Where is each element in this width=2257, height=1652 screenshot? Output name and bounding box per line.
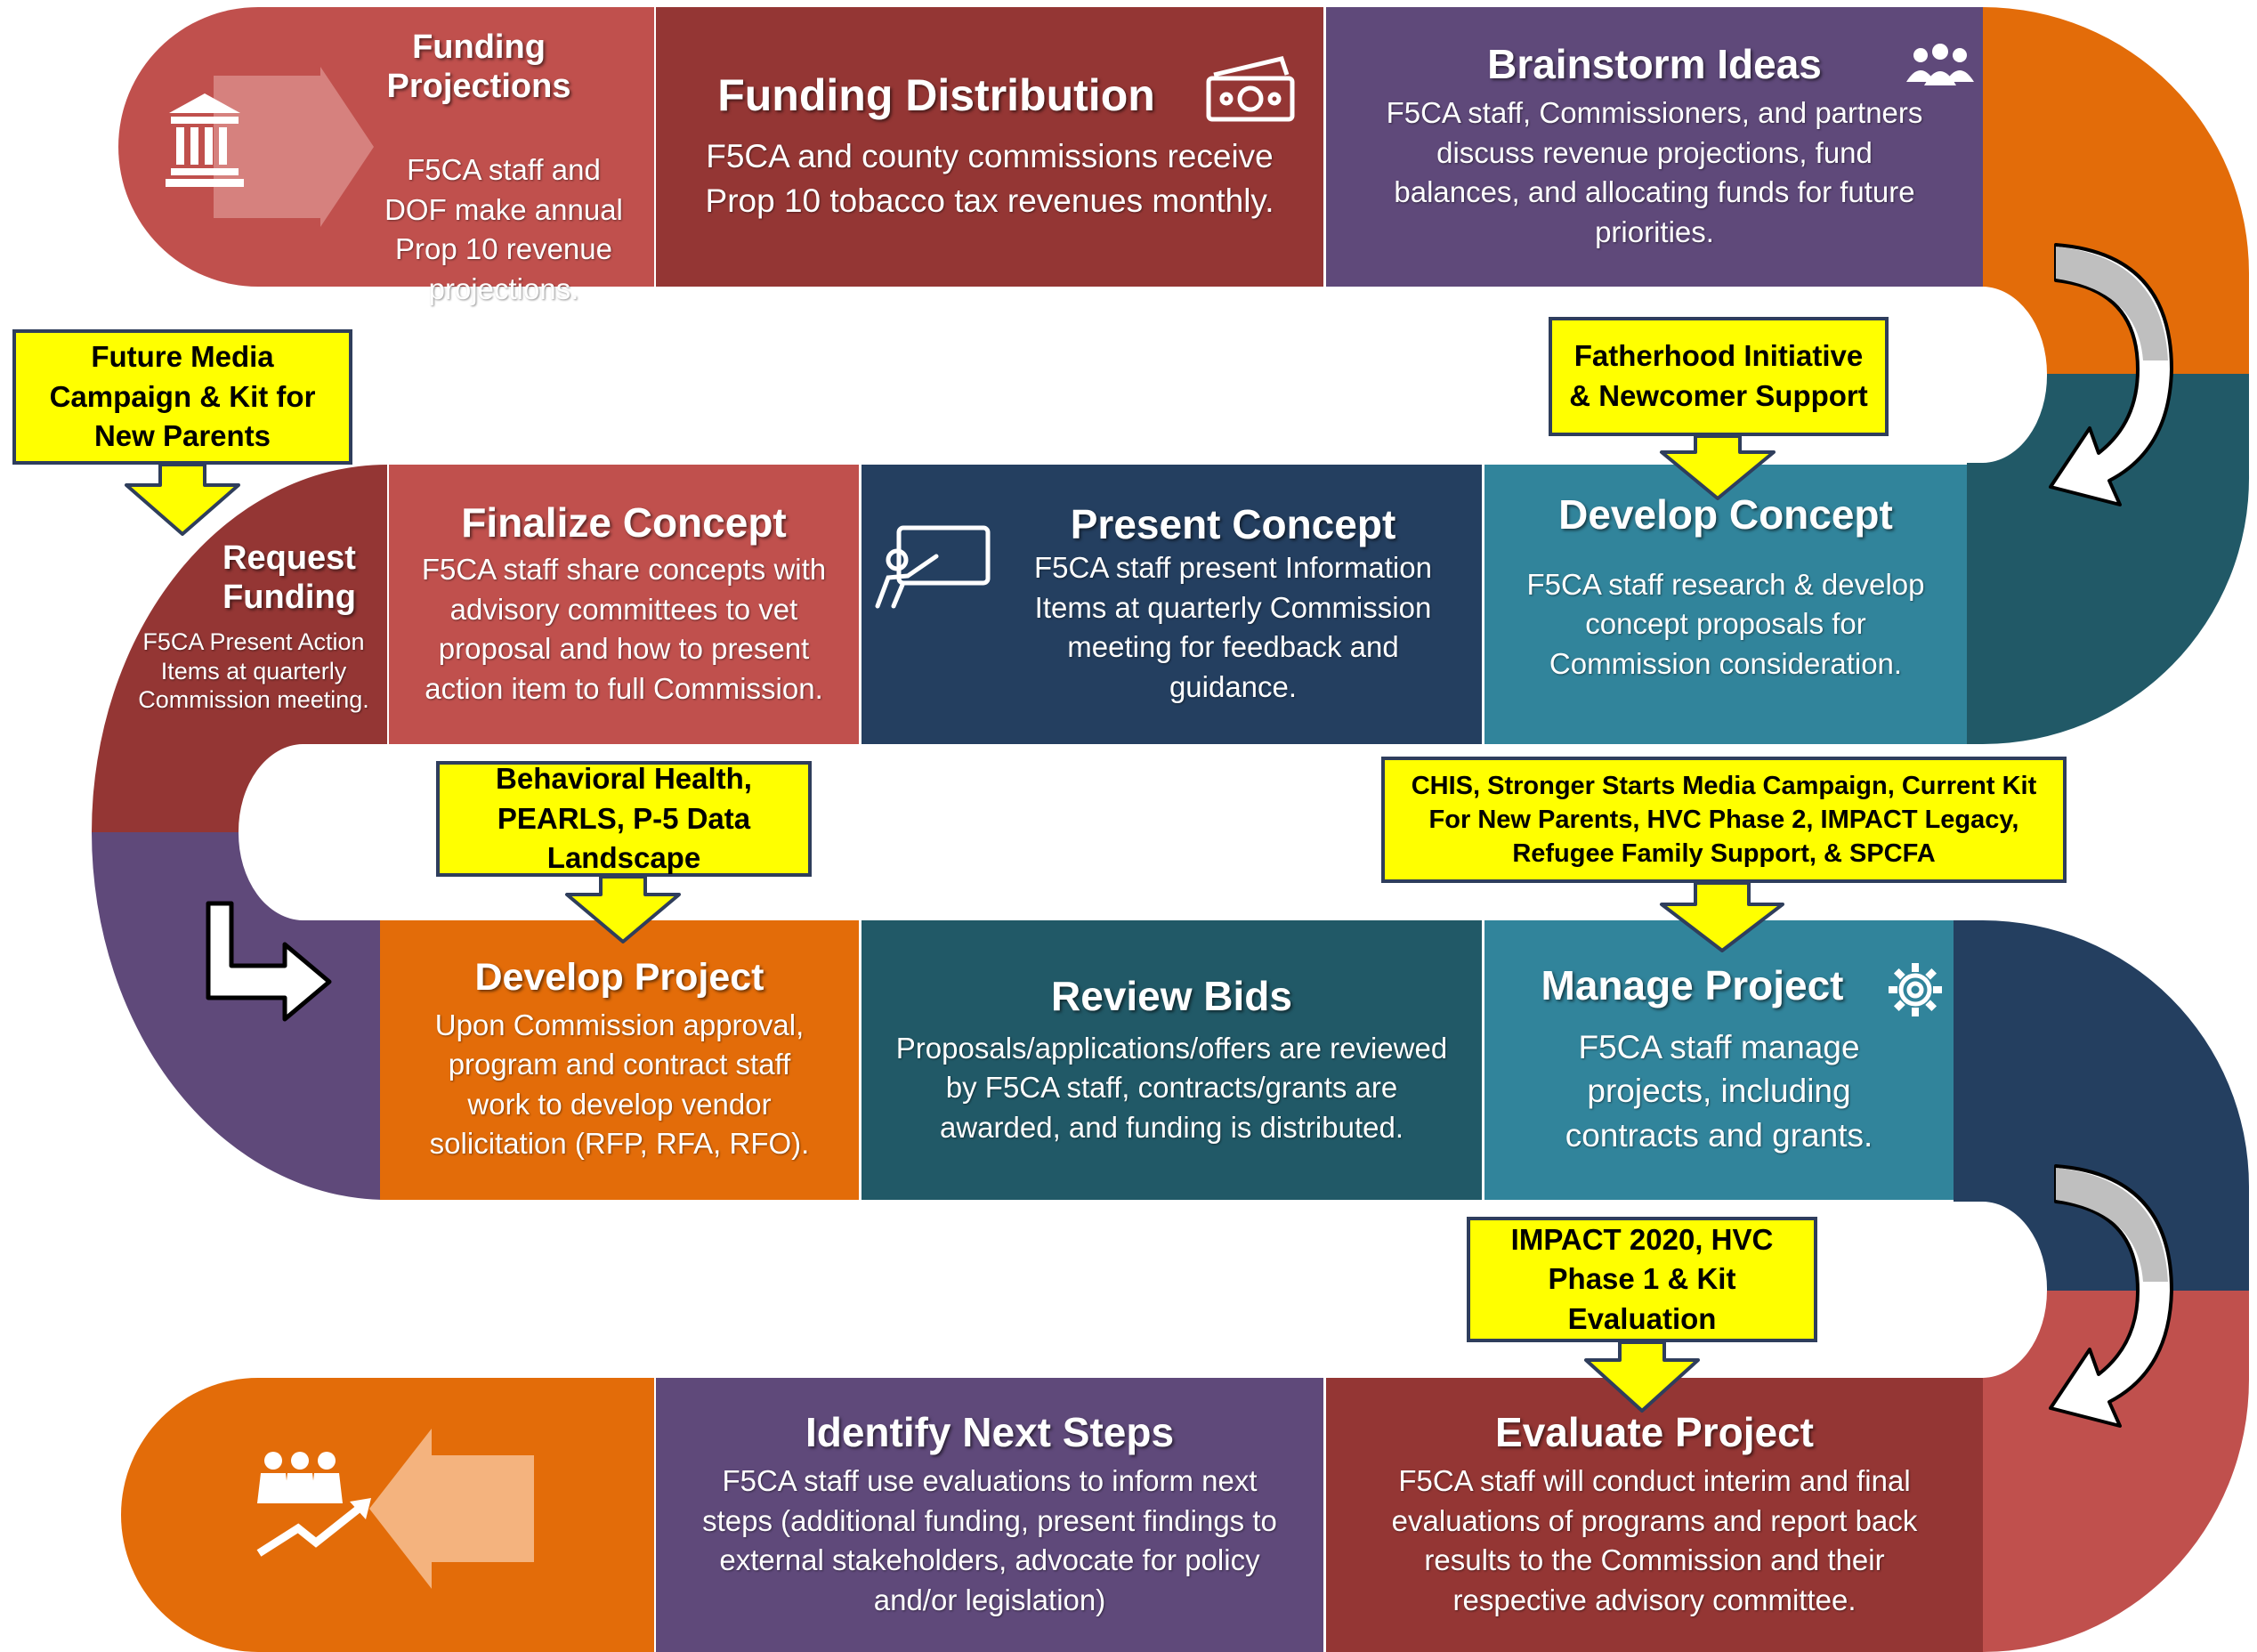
step-review-bids: Review Bids Proposals/applications/offer… (862, 920, 1482, 1200)
gear-icon (1889, 963, 1942, 1016)
step-funding-projections: Funding Projections F5CA staff and DOF m… (316, 7, 652, 305)
curve-arrow-icon (2049, 1164, 2173, 1428)
step-description: F5CA staff and DOF make annual Prop 10 r… (384, 153, 623, 306)
step-description: F5CA and county commissions receive Prop… (705, 137, 1274, 219)
step-description: F5CA staff share concepts with advisory … (421, 553, 827, 705)
step-develop-concept: Develop Concept F5CA staff research & de… (1484, 465, 1967, 744)
step-title: Funding Distribution (717, 70, 1155, 121)
step-title: Request Funding (222, 539, 356, 616)
step-description: Proposals/applications/offers are review… (895, 1031, 1448, 1144)
growth-people-icon (256, 1429, 534, 1589)
bank-icon (166, 67, 374, 227)
step-title: Manage Project (1541, 961, 1844, 1008)
step-description: F5CA staff manage projects, including co… (1565, 1028, 1873, 1154)
step-identify-next-steps: Identify Next Steps F5CA staff use evalu… (656, 1378, 1323, 1652)
callout-fatherhood: Fatherhood Initiative & Newcomer Support (1549, 317, 1889, 436)
step-title: Funding Projections (386, 28, 571, 105)
step-funding-distribution: Funding Distribution F5CA and county com… (656, 7, 1323, 287)
step-finalize-concept: Finalize Concept F5CA staff share concep… (389, 465, 859, 744)
bend-2-purple (92, 832, 387, 1200)
step-title: Identify Next Steps (805, 1409, 1175, 1456)
callout-behavioral-health: Behavioral Health, PEARLS, P-5 Data Land… (436, 761, 812, 877)
step-present-concept: Present Concept F5CA staff present Infor… (862, 465, 1482, 744)
callout-impact-2020: IMPACT 2020, HVC Phase 1 & Kit Evaluatio… (1467, 1217, 1817, 1342)
bend-1-orange (1983, 7, 2249, 374)
step-title: Review Bids (1051, 972, 1292, 1019)
step-evaluate-project: Evaluate Project F5CA staff will conduct… (1326, 1378, 1983, 1652)
step-title: Develop Project (474, 956, 764, 1000)
step-title: Develop Concept (1558, 491, 1893, 538)
step-title: Evaluate Project (1495, 1409, 1814, 1456)
step-description: Upon Commission approval, program and co… (429, 1008, 810, 1161)
step-manage-project: Manage Project F5CA staff manage project… (1484, 920, 1954, 1200)
step-description: F5CA staff, Commissioners, and partners … (1386, 96, 1923, 248)
return-arrow-icon (206, 901, 332, 1022)
bend-2-maroon (92, 465, 387, 832)
step-description: F5CA staff present Information Items at … (1034, 551, 1432, 703)
step-title: Brainstorm Ideas (1487, 41, 1822, 88)
step-description: F5CA staff research & develop concept pr… (1526, 567, 1925, 680)
bend-3-navy (1954, 920, 2249, 1291)
presentation-icon (875, 525, 991, 609)
bend-3-coral (1983, 1291, 2249, 1652)
bend-1-teal (1967, 374, 2250, 744)
callout-chis: CHIS, Stronger Starts Media Campaign, Cu… (1381, 757, 2067, 883)
curve-arrow-icon (2049, 243, 2173, 506)
money-icon (1206, 56, 1295, 122)
step-description: F5CA staff use evaluations to inform nex… (702, 1464, 1277, 1616)
step-description: F5CA staff will conduct interim and fina… (1391, 1464, 1918, 1616)
step-title: Present Concept (1070, 501, 1396, 548)
step-request-funding: Request Funding F5CA Present Action Item… (125, 534, 383, 757)
step-brainstorm-ideas: Brainstorm Ideas F5CA staff, Commissione… (1326, 7, 1983, 287)
people-group-icon (1906, 44, 1974, 85)
step-develop-project: Develop Project Upon Commission approval… (380, 920, 859, 1200)
step-title: Finalize Concept (461, 499, 787, 547)
callout-media-campaign: Future Media Campaign & Kit for New Pare… (12, 329, 352, 465)
step-description: F5CA Present Action Items at quarterly C… (138, 628, 369, 714)
